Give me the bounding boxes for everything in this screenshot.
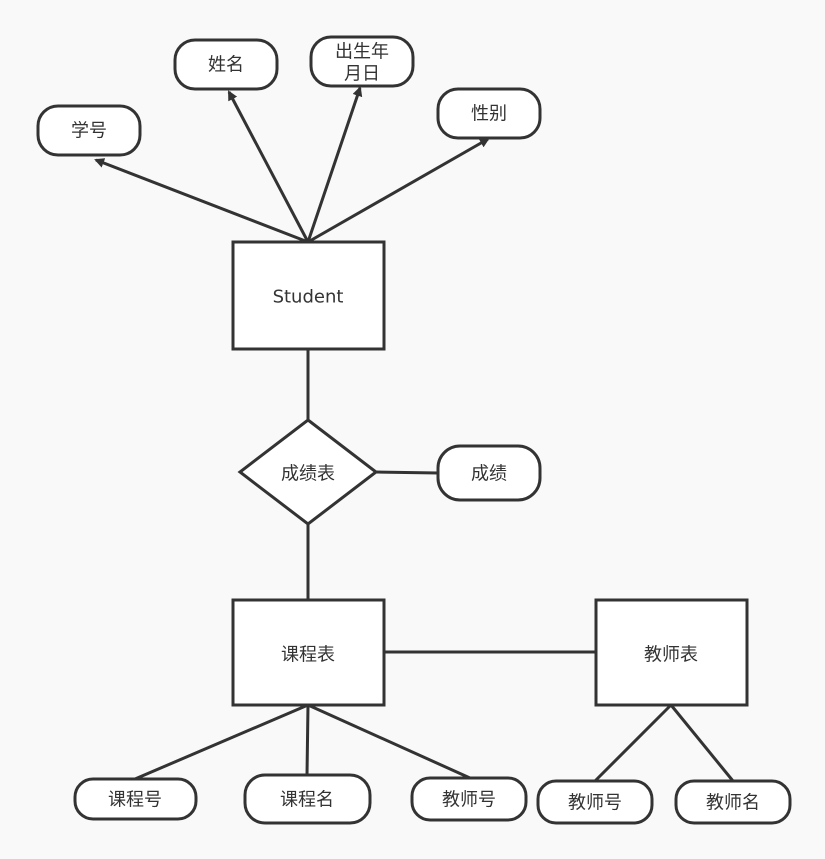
attribute-grade[interactable]: 成绩	[436, 444, 542, 502]
relationship-label: 成绩表	[281, 464, 335, 485]
attribute-label: 教师号	[442, 790, 496, 811]
edge-student-gender	[307, 137, 490, 244]
attribute-label: 学号	[71, 121, 107, 142]
attribute-label: 月日	[344, 64, 380, 85]
edge-teacher-teacher-id	[593, 703, 673, 783]
attribute-name[interactable]: 姓名	[173, 38, 279, 91]
edge-grades-grade	[375, 470, 439, 475]
edge-teacher-teacher-name	[669, 704, 735, 782]
attribute-label: 出生年	[335, 42, 389, 63]
entity-teacher[interactable]: 教师表	[594, 598, 749, 707]
attribute-label: 课程号	[108, 790, 162, 811]
edge-student-name	[227, 90, 310, 243]
attribute-label: 教师号	[568, 793, 622, 814]
edge-course-course-name	[305, 704, 310, 776]
edge-student-birthdate	[306, 86, 363, 243]
entity-label: 教师表	[644, 645, 698, 666]
attribute-teacher-id[interactable]: 教师号	[536, 779, 654, 825]
attribute-label: 性别	[471, 104, 507, 125]
attribute-label: 姓名	[208, 55, 244, 76]
attribute-birthdate[interactable]: 出生年 月日	[309, 35, 415, 88]
attribute-gender[interactable]: 性别	[436, 87, 542, 140]
attribute-course-id[interactable]: 课程号	[73, 777, 198, 821]
relationship-grades-table[interactable]: 成绩表	[237, 418, 379, 526]
attribute-teacher-name[interactable]: 教师名	[674, 779, 792, 825]
attribute-label: 成绩	[471, 464, 507, 485]
entity-student[interactable]: Student	[231, 240, 386, 351]
attribute-label: 课程名	[280, 790, 334, 811]
edge-student-student-id	[94, 158, 309, 244]
attribute-course-name[interactable]: 课程名	[243, 773, 372, 825]
entity-course[interactable]: 课程表	[231, 598, 386, 707]
attribute-course-teacher-id[interactable]: 教师号	[410, 776, 528, 822]
edge-course-course-id	[134, 703, 309, 781]
entity-label: 课程表	[281, 645, 335, 666]
edge-course-teacher-id	[307, 703, 471, 780]
attribute-label: 教师名	[706, 793, 760, 814]
attribute-student-id[interactable]: 学号	[36, 104, 142, 157]
entity-label: Student	[273, 287, 344, 308]
edges	[94, 86, 735, 783]
